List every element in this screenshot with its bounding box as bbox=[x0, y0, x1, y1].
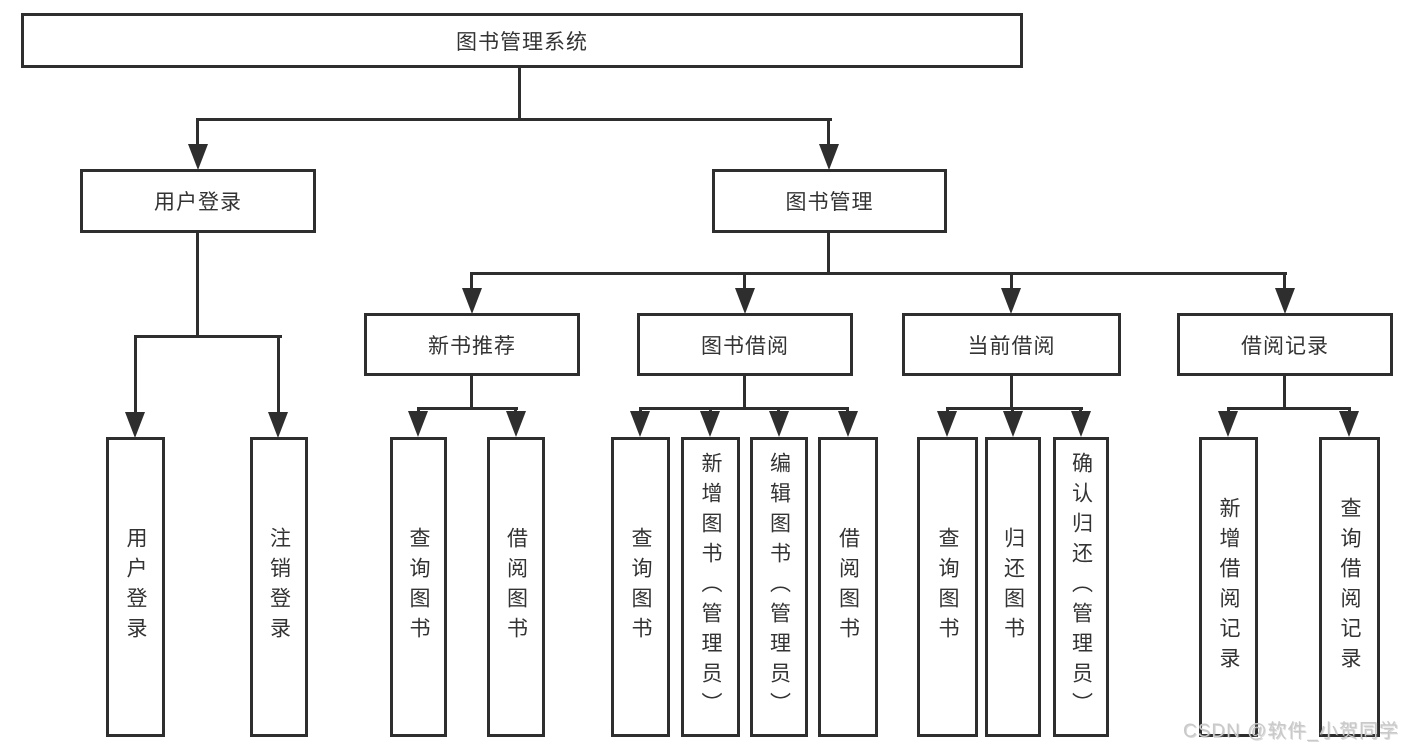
leaf-query-books-current: 查询图书 bbox=[917, 437, 978, 737]
leaf-label: 新增图书（管理员） bbox=[699, 452, 723, 722]
connector-line bbox=[417, 407, 420, 413]
connector-line bbox=[196, 118, 832, 121]
connector-line bbox=[1283, 272, 1286, 290]
node-borrowing-records: 借阅记录 bbox=[1177, 313, 1393, 376]
arrow-down-icon bbox=[1218, 411, 1238, 437]
leaf-add-borrow-record: 新增借阅记录 bbox=[1199, 437, 1258, 737]
connector-line bbox=[1283, 376, 1286, 410]
arrow-down-icon bbox=[125, 412, 145, 438]
connector-line bbox=[1348, 407, 1351, 413]
connector-line bbox=[196, 233, 199, 335]
arrow-down-icon bbox=[1003, 411, 1023, 437]
leaf-label: 注销登录 bbox=[267, 527, 291, 647]
connector-line bbox=[470, 272, 1287, 275]
node-user-login: 用户登录 bbox=[80, 169, 316, 233]
arrow-down-icon bbox=[408, 411, 428, 437]
leaf-label: 查询图书 bbox=[407, 527, 431, 647]
node-library-management-system: 图书管理系统 bbox=[21, 13, 1023, 68]
connector-line bbox=[639, 407, 642, 413]
arrow-down-icon bbox=[1071, 411, 1091, 437]
leaf-borrow-books-recommend: 借阅图书 bbox=[487, 437, 545, 737]
leaf-label: 用户登录 bbox=[124, 527, 148, 647]
connector-line bbox=[743, 376, 746, 410]
connector-line bbox=[1010, 272, 1013, 290]
arrow-down-icon bbox=[188, 144, 208, 170]
arrow-down-icon bbox=[1275, 288, 1295, 314]
node-label: 新书推荐 bbox=[428, 334, 516, 358]
arrow-down-icon bbox=[700, 411, 720, 437]
arrow-down-icon bbox=[838, 411, 858, 437]
leaf-query-books-recommend: 查询图书 bbox=[390, 437, 447, 737]
arrow-down-icon bbox=[819, 144, 839, 170]
node-label: 当前借阅 bbox=[967, 334, 1056, 358]
leaf-label: 归还图书 bbox=[1001, 527, 1025, 647]
node-label: 图书管理 bbox=[785, 191, 874, 214]
leaf-query-borrow-record: 查询借阅记录 bbox=[1319, 437, 1380, 737]
arrow-down-icon bbox=[735, 288, 755, 314]
arrow-down-icon bbox=[1339, 411, 1359, 437]
connector-line bbox=[1227, 407, 1351, 410]
connector-line bbox=[470, 376, 473, 410]
connector-line bbox=[827, 118, 830, 146]
node-book-management: 图书管理 bbox=[712, 169, 947, 233]
leaf-confirm-return-admin: 确认归还（管理员） bbox=[1053, 437, 1109, 737]
leaf-label: 查询图书 bbox=[936, 527, 960, 647]
node-label: 用户登录 bbox=[154, 191, 242, 214]
connector-line bbox=[1079, 407, 1082, 413]
connector-line bbox=[277, 335, 280, 413]
connector-line bbox=[639, 407, 849, 410]
connector-line bbox=[134, 335, 137, 413]
connector-line bbox=[946, 407, 949, 413]
connector-line bbox=[946, 407, 1083, 410]
connector-line bbox=[417, 407, 518, 410]
leaf-label: 新增借阅记录 bbox=[1217, 497, 1241, 677]
leaf-label: 借阅图书 bbox=[504, 527, 528, 647]
connector-line bbox=[470, 272, 473, 290]
arrow-down-icon bbox=[1001, 288, 1021, 314]
connector-line bbox=[514, 407, 517, 413]
leaf-add-books-admin: 新增图书（管理员） bbox=[681, 437, 740, 737]
leaf-user-login: 用户登录 bbox=[106, 437, 165, 737]
leaf-label: 查询图书 bbox=[629, 527, 653, 647]
connector-line bbox=[846, 407, 849, 413]
connector-line bbox=[518, 68, 521, 121]
arrow-down-icon bbox=[506, 411, 526, 437]
node-label: 借阅记录 bbox=[1241, 334, 1329, 358]
arrow-down-icon bbox=[630, 411, 650, 437]
leaf-edit-books-admin: 编辑图书（管理员） bbox=[750, 437, 808, 737]
connector-line bbox=[196, 118, 199, 146]
connector-line bbox=[743, 272, 746, 290]
node-book-borrowing: 图书借阅 bbox=[637, 313, 853, 376]
leaf-label: 编辑图书（管理员） bbox=[767, 452, 791, 722]
arrow-down-icon bbox=[769, 411, 789, 437]
leaf-return-books: 归还图书 bbox=[985, 437, 1041, 737]
connector-line bbox=[777, 407, 780, 413]
leaf-query-books-borrowing: 查询图书 bbox=[611, 437, 670, 737]
connector-line bbox=[1227, 407, 1230, 413]
leaf-logout: 注销登录 bbox=[250, 437, 308, 737]
node-current-borrowing: 当前借阅 bbox=[902, 313, 1121, 376]
connector-line bbox=[134, 335, 282, 338]
arrow-down-icon bbox=[937, 411, 957, 437]
arrow-down-icon bbox=[268, 412, 288, 438]
connector-line bbox=[1011, 407, 1014, 413]
connector-line bbox=[709, 407, 712, 413]
csdn-watermark: CSDN @软件_小贺同学 bbox=[1183, 721, 1399, 742]
leaf-label: 确认归还（管理员） bbox=[1069, 452, 1093, 722]
leaf-label: 查询借阅记录 bbox=[1338, 497, 1362, 677]
node-label: 图书管理系统 bbox=[456, 30, 588, 54]
connector-line bbox=[1010, 376, 1013, 410]
leaf-borrow-books: 借阅图书 bbox=[818, 437, 878, 737]
arrow-down-icon bbox=[462, 288, 482, 314]
node-label: 图书借阅 bbox=[701, 334, 789, 358]
leaf-label: 借阅图书 bbox=[836, 527, 860, 647]
node-new-book-recommend: 新书推荐 bbox=[364, 313, 580, 376]
connector-line bbox=[827, 233, 830, 275]
